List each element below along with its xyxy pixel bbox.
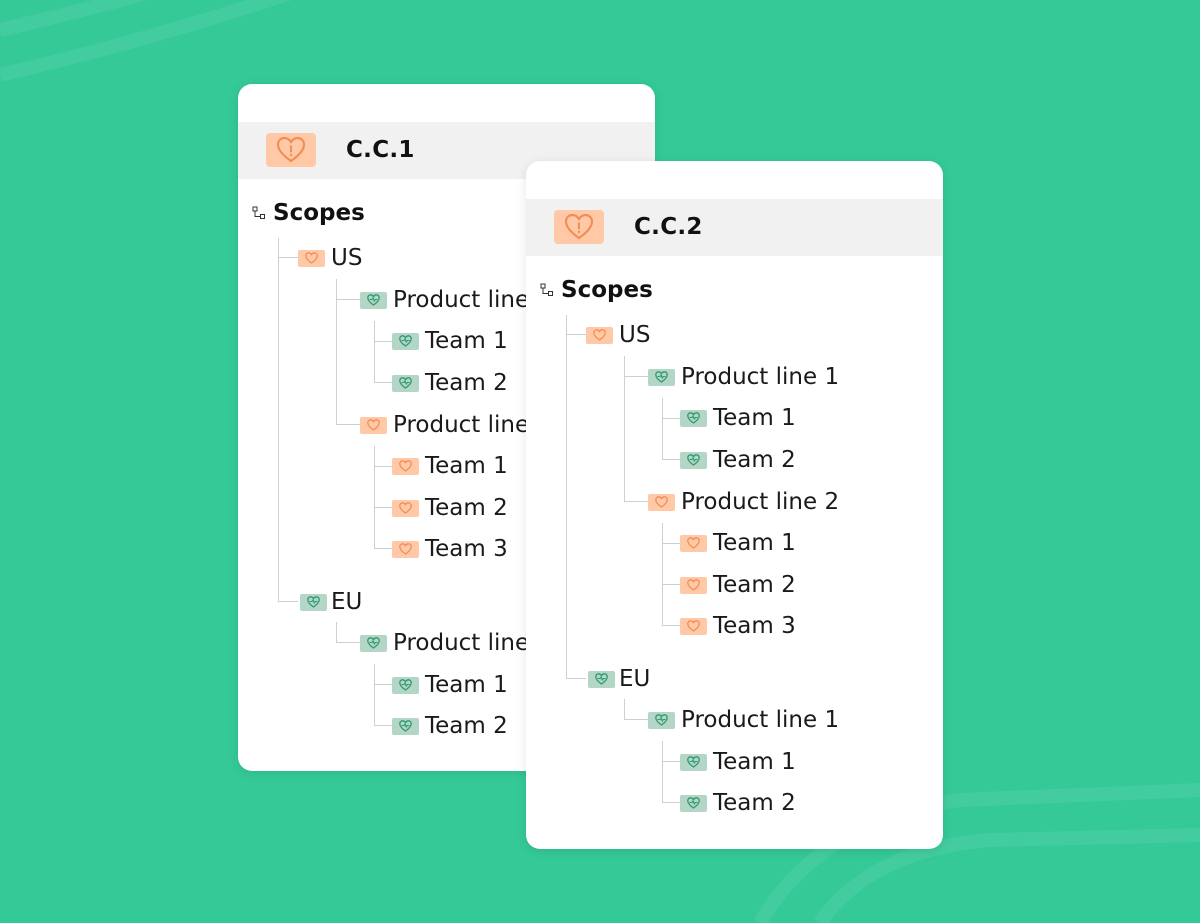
node-label: Team 1 [713, 749, 796, 775]
scope-card-2: C.C.2 Scopes US Product line 1 [526, 161, 943, 849]
heart-pulse-icon [680, 410, 707, 427]
heart-pulse-icon [392, 333, 419, 350]
heart-pulse-icon [680, 754, 707, 771]
tree-connector [336, 642, 360, 643]
node-label: Product line 2 [393, 412, 552, 438]
heart-icon [680, 535, 707, 552]
node-label: Product line 2 [681, 489, 840, 515]
heart-pulse-icon [680, 452, 707, 469]
node-label: Team 2 [713, 790, 796, 816]
tree-connector [374, 341, 392, 342]
heart-icon [392, 500, 419, 517]
node-label: EU [619, 666, 651, 692]
node-label: Team 2 [425, 713, 508, 739]
tree-connector [566, 315, 567, 679]
node-label: Team 1 [425, 328, 508, 354]
node-label: US [331, 245, 363, 271]
tree-connector [662, 543, 680, 544]
scopes-label: Scopes [561, 277, 653, 303]
node-label: Product line 1 [393, 287, 552, 313]
heart-pulse-icon [680, 795, 707, 812]
tree-connector [624, 376, 648, 377]
tree-connector [374, 466, 392, 467]
card-status-badge [554, 210, 604, 244]
heart-pulse-icon [360, 635, 387, 652]
heart-pulse-icon [588, 671, 615, 688]
card-title: C.C.2 [634, 214, 703, 240]
heart-icon [392, 458, 419, 475]
heart-icon [680, 577, 707, 594]
tree-connector [278, 238, 279, 602]
card-status-badge [266, 133, 316, 167]
tree-connector [336, 279, 337, 425]
hierarchy-icon [252, 206, 265, 219]
tree-connector [374, 507, 392, 508]
tree-connector [336, 299, 360, 300]
heart-icon [648, 494, 675, 511]
tree-connector [662, 418, 680, 419]
tree-connector [374, 548, 392, 549]
node-label: Team 2 [425, 370, 508, 396]
tree-connector [624, 719, 648, 720]
heart-pulse-icon [300, 594, 327, 611]
node-label: Team 3 [713, 613, 796, 639]
node-label: Product line 1 [681, 707, 840, 733]
heart-icon [392, 541, 419, 558]
heart-pulse-icon [648, 712, 675, 729]
heart-pulse-icon [648, 369, 675, 386]
tree-connector [662, 761, 680, 762]
tree-connector [662, 398, 663, 460]
heart-icon [298, 250, 325, 267]
tree-connector [624, 356, 625, 502]
node-label: Team 2 [713, 572, 796, 598]
node-label: Team 3 [425, 536, 508, 562]
node-label: Product line 1 [681, 364, 840, 390]
tree-connector [374, 382, 392, 383]
node-label: Team 1 [713, 530, 796, 556]
heart-icon [586, 327, 613, 344]
tree-connector [566, 334, 586, 335]
heart-icon [360, 417, 387, 434]
card-title: C.C.1 [346, 137, 415, 163]
node-label: Team 1 [425, 672, 508, 698]
tree-connector [278, 257, 298, 258]
node-label: US [619, 322, 651, 348]
tree-connector [662, 741, 663, 803]
tree-connector [624, 699, 625, 720]
tree-connector [662, 459, 680, 460]
node-label: Team 2 [425, 495, 508, 521]
tree-connector [336, 424, 360, 425]
heart-icon [680, 618, 707, 635]
tree-connector [374, 321, 375, 383]
card-header: C.C.2 [526, 199, 943, 256]
tree-connector [278, 601, 298, 602]
tree-connector [662, 523, 663, 626]
node-label: Team 2 [713, 447, 796, 473]
tree-connector [374, 664, 375, 726]
heart-pulse-icon [392, 718, 419, 735]
heart-pulse-icon [392, 375, 419, 392]
node-label: Team 1 [425, 453, 508, 479]
tree-connector [662, 584, 680, 585]
node-label: Product line 1 [393, 630, 552, 656]
scopes-label: Scopes [273, 200, 365, 226]
tree-connector [624, 501, 648, 502]
heart-pulse-icon [392, 677, 419, 694]
tree-connector [662, 802, 680, 803]
tree-connector [374, 684, 392, 685]
tree-connector [336, 622, 337, 643]
hierarchy-icon [540, 283, 553, 296]
tree-connector [662, 625, 680, 626]
heart-pulse-icon [360, 292, 387, 309]
tree-connector [374, 725, 392, 726]
node-label: Team 1 [713, 405, 796, 431]
tree-connector [374, 446, 375, 549]
heart-info-icon [564, 213, 594, 240]
node-label: EU [331, 589, 363, 615]
heart-info-icon [276, 136, 306, 163]
tree-connector [566, 678, 586, 679]
